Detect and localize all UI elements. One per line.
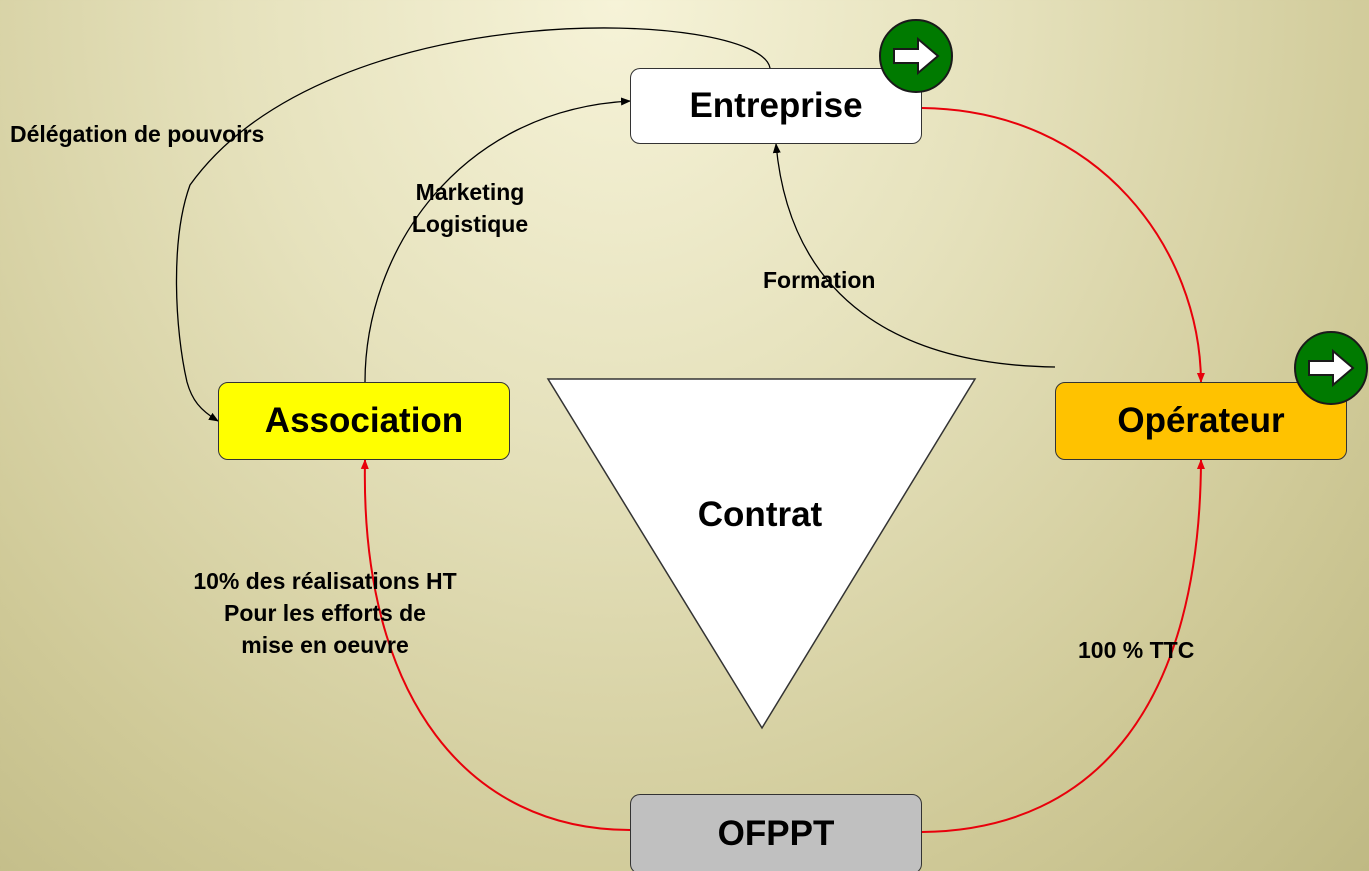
node-ofppt: OFPPT	[630, 794, 922, 871]
label-cent-pourcent: 100 % TTC	[1078, 637, 1195, 663]
node-ofppt-label: OFPPT	[717, 814, 835, 853]
arrow-delegation	[175, 27, 771, 422]
next-button-operateur[interactable]	[1293, 330, 1369, 406]
label-dix-pourcent-line-2: Pour les efforts de	[224, 600, 426, 627]
label-contrat: Contrat	[697, 495, 823, 534]
label-marketing-line-2: Logistique	[411, 211, 529, 238]
right-arrow-icon	[1308, 348, 1355, 388]
node-operateur-label: Opérateur	[1117, 401, 1285, 440]
label-marketing-line-1: Marketing	[415, 179, 525, 205]
label-formation: Formation	[763, 267, 876, 293]
arrow-marketing	[364, 97, 631, 383]
node-entreprise-label: Entreprise	[689, 86, 863, 125]
node-operateur: Opérateur	[1055, 382, 1347, 460]
node-association-label: Association	[264, 401, 464, 440]
label-dix-pourcent-line-3: mise en oeuvre	[241, 632, 409, 659]
arrow-formation	[772, 143, 1056, 368]
node-entreprise: Entreprise	[630, 68, 922, 144]
next-button-entreprise[interactable]	[878, 18, 954, 94]
arrow-ofppt-operateur	[921, 459, 1205, 833]
node-association: Association	[218, 382, 510, 460]
arrow-ofppt-association	[360, 459, 631, 831]
label-dix-pourcent-line-1: 10% des réalisations HT	[193, 568, 457, 594]
label-dix-pourcent: 10% des réalisations HT Pour les efforts…	[185, 565, 465, 662]
label-marketing: Marketing Logistique	[360, 176, 580, 240]
label-delegation: Délégation de pouvoirs	[10, 121, 265, 147]
arrow-entreprise-operateur	[921, 107, 1205, 383]
right-arrow-icon	[893, 36, 940, 76]
contrat-triangle	[546, 378, 977, 730]
